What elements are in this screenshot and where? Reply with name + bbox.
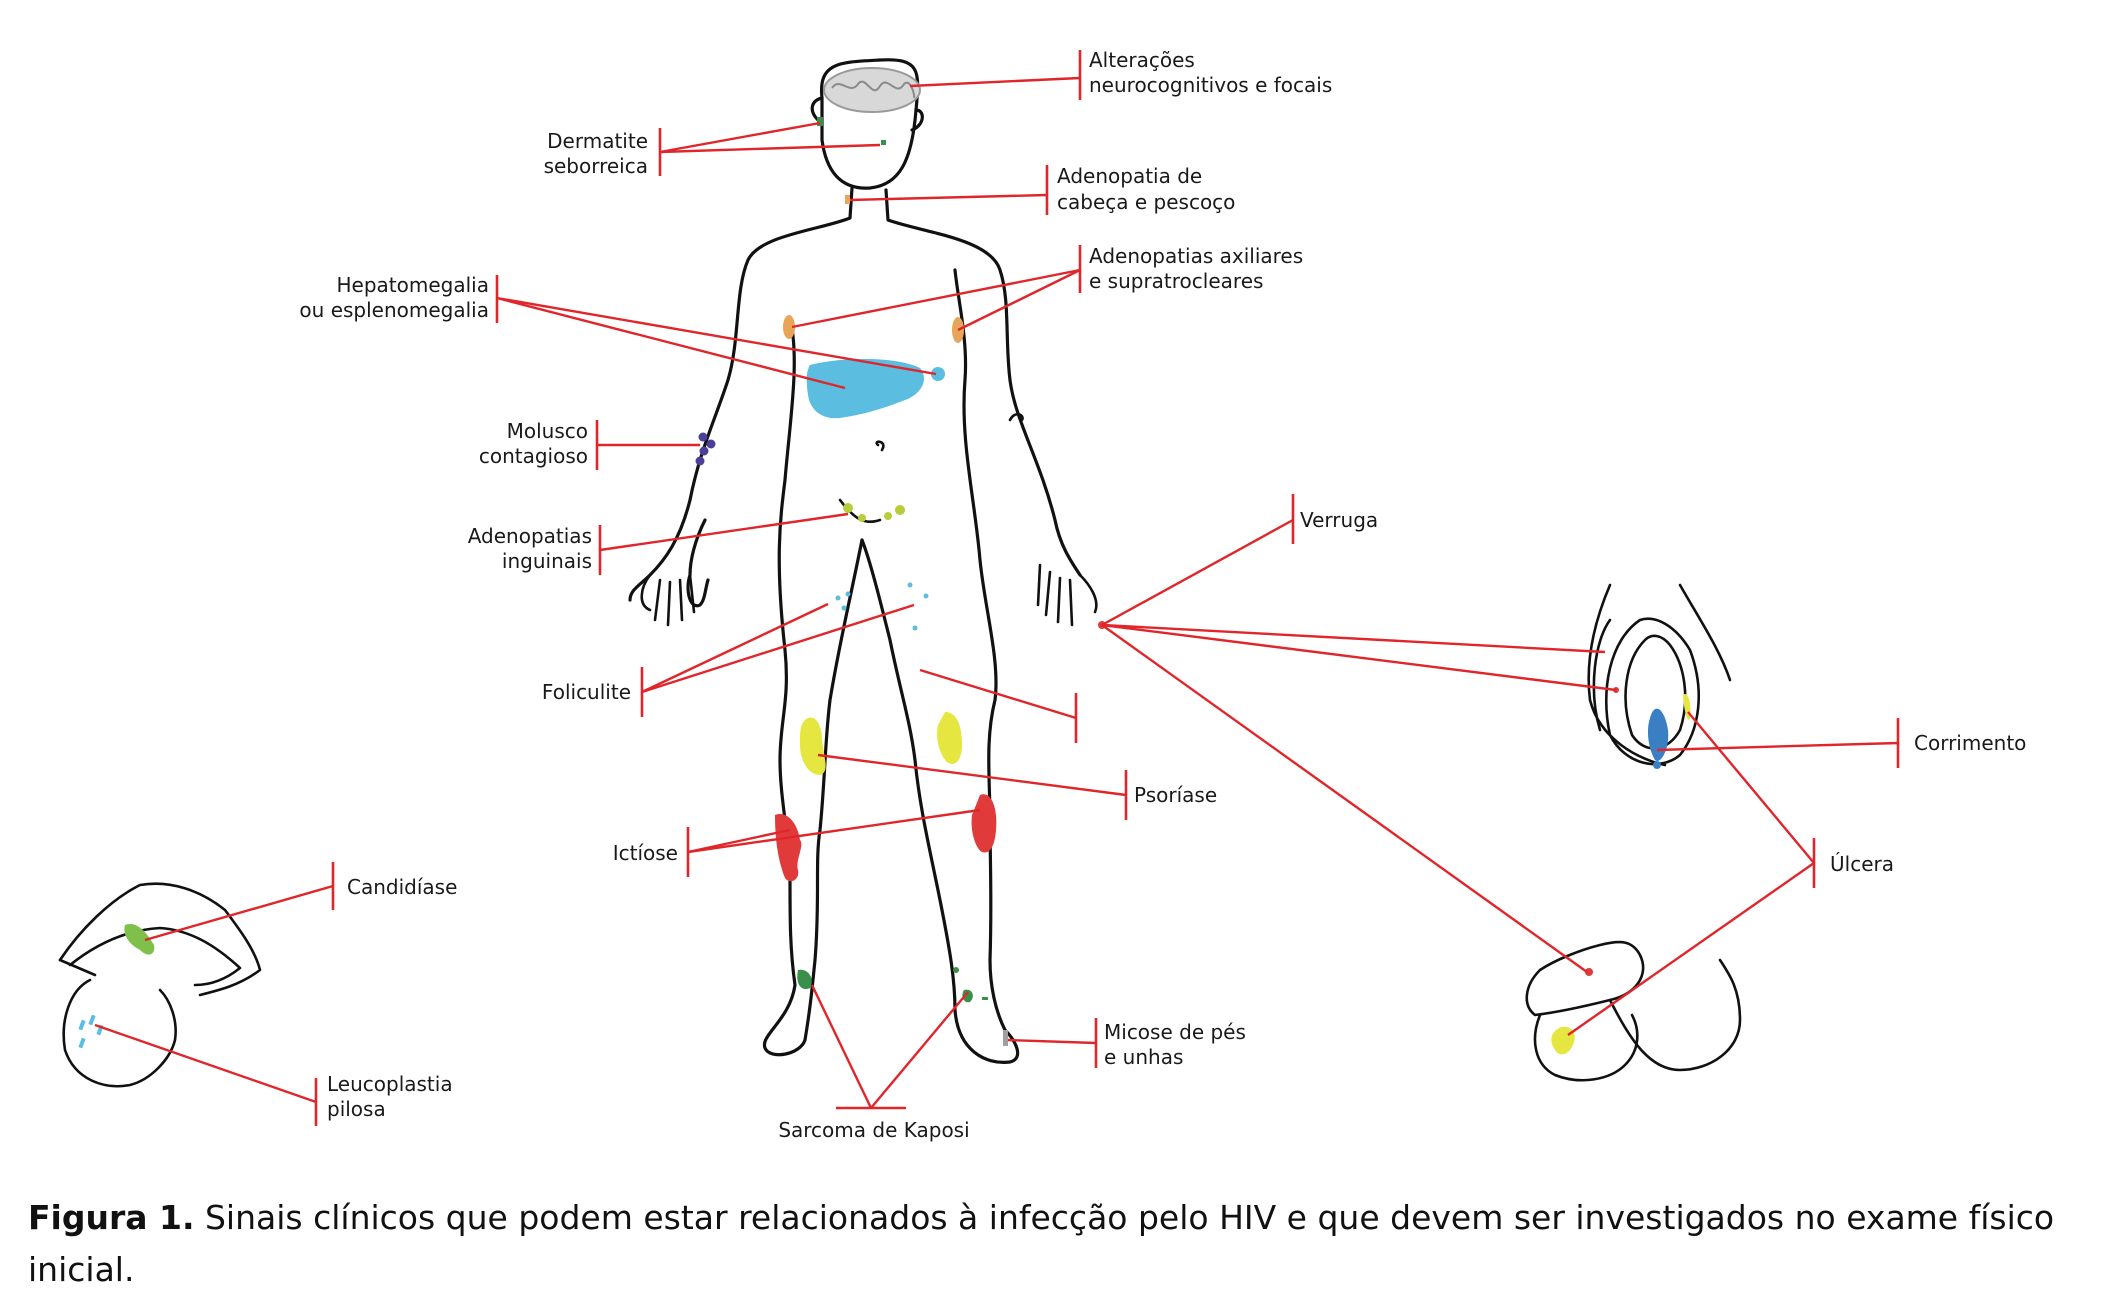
liver-shape: [806, 358, 925, 419]
ichthyosis-patch: [971, 794, 997, 853]
label-folliculitis: Foliculite: [542, 680, 631, 704]
label-kaposi-sarcoma: Sarcoma de Kaposi: [778, 1118, 969, 1142]
neck-adenopathy-spot: [845, 195, 850, 204]
lesion-markers: [695, 117, 1106, 1046]
label-neuro: Alterações: [1089, 48, 1195, 72]
label-ulcer: Úlcera: [1830, 852, 1894, 876]
label-neuro: neurocognitivos e focais: [1089, 73, 1332, 97]
label-axillary-adenopathy: e supratrocleares: [1089, 269, 1263, 293]
callout-lines: [94, 50, 1900, 1126]
mouth-sketch: [58, 882, 262, 1088]
label-foot-nail-mycosis: Micose de pés: [1104, 1020, 1246, 1044]
label-dermatitis: seborreica: [544, 154, 648, 178]
label-hepatomegaly: ou esplenomegalia: [299, 298, 489, 322]
label-psoriasis: Psoríase: [1134, 783, 1217, 807]
dermatitis-spot: [817, 117, 823, 126]
caption-text: Sinais clínicos que podem estar relacion…: [28, 1198, 2055, 1289]
label-head-neck-adenopathy: Adenopatia de: [1057, 164, 1202, 188]
label-hairy-leukoplakia: pilosa: [327, 1097, 386, 1121]
label-wart: Verruga: [1300, 508, 1378, 532]
label-axillary-adenopathy: Adenopatias axiliares: [1089, 244, 1303, 268]
toenail-fungus: [1003, 1030, 1008, 1046]
label-hepatomegaly: Hepatomegalia: [337, 273, 489, 297]
human-body-outline: [628, 58, 1098, 1064]
label-inguinal-adenopathy: inguinais: [502, 549, 592, 573]
psoriasis-patch: [800, 717, 826, 775]
molluscum-spots: [695, 432, 716, 466]
labels: Alterações neurocognitivos e focais Derm…: [299, 48, 2026, 1142]
label-inguinal-adenopathy: Adenopatias: [468, 524, 592, 548]
brain-icon: [823, 67, 921, 113]
label-molluscum: Molusco: [507, 419, 588, 443]
label-discharge: Corrimento: [1914, 731, 2026, 755]
hiv-clinical-signs-diagram: Alterações neurocognitivos e focais Derm…: [58, 48, 2026, 1142]
inguinal-adenopathy-spots: [843, 503, 905, 522]
kaposi-spot: [797, 969, 812, 990]
folliculitis-spots: [835, 582, 929, 631]
label-head-neck-adenopathy: cabeça e pescoço: [1057, 190, 1235, 214]
label-candidiasis: Candidíase: [347, 875, 457, 899]
label-ichthyosis: Ictíose: [613, 841, 678, 865]
ichthyosis-patch: [775, 814, 802, 882]
label-dermatitis: Dermatite: [547, 129, 648, 153]
axillary-adenopathy-spot: [783, 315, 795, 339]
label-hairy-leukoplakia: Leucoplastia: [327, 1072, 453, 1096]
dermatitis-spot: [881, 140, 886, 145]
female-genital-sketch: [1587, 583, 1732, 769]
label-molluscum: contagioso: [479, 444, 588, 468]
male-genital-sketch: [1525, 940, 1742, 1082]
psoriasis-patch: [937, 712, 962, 765]
figure-caption: Figura 1. Sinais clínicos que podem esta…: [28, 1192, 2098, 1296]
spleen-shape: [931, 367, 945, 381]
kaposi-spot: [962, 989, 973, 1003]
label-foot-nail-mycosis: e unhas: [1104, 1045, 1183, 1069]
caption-label: Figura 1.: [28, 1198, 195, 1237]
